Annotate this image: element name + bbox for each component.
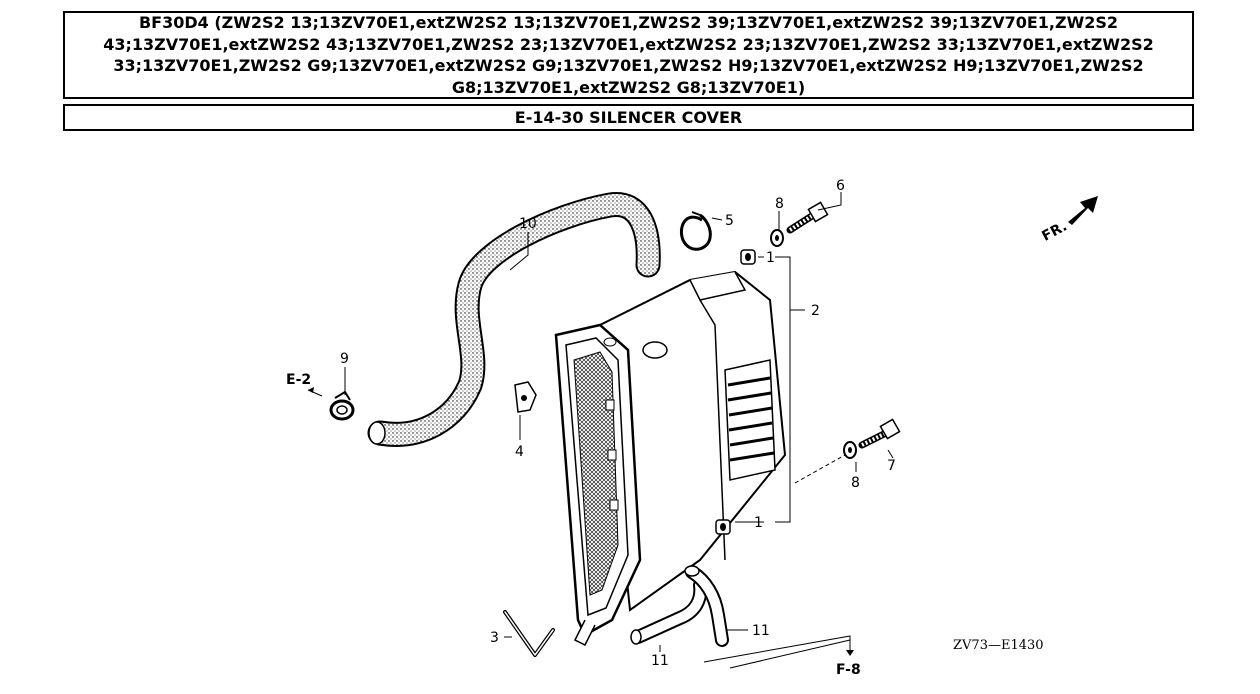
model-applicability-text: BF30D4 (ZW2S2 13;13ZV70E1,extZW2S2 13;13… bbox=[103, 13, 1154, 97]
callout-11-left: 11 bbox=[651, 653, 669, 669]
front-direction-arrow: FR. bbox=[1039, 196, 1098, 245]
clip-4 bbox=[514, 381, 537, 413]
section-title-bar: E-14-30 SILENCER COVER bbox=[63, 104, 1194, 131]
callout-1-top: 1 bbox=[766, 250, 775, 266]
callout-7: 7 bbox=[887, 458, 896, 474]
callout-10: 10 bbox=[519, 216, 537, 232]
bolt-7 bbox=[858, 418, 901, 449]
tube-11-left bbox=[630, 578, 708, 645]
reference-e2-label: E-2 bbox=[286, 372, 311, 388]
callout-2: 2 bbox=[811, 303, 820, 319]
hose-clip-5 bbox=[679, 211, 712, 251]
tube-11-right bbox=[684, 565, 729, 647]
callout-8-top: 8 bbox=[775, 196, 784, 212]
callout-11-right: 11 bbox=[752, 623, 770, 639]
callout-4: 4 bbox=[515, 444, 524, 460]
hose-clamp-9 bbox=[329, 390, 355, 421]
drawing-code: ZV73—E1430 bbox=[953, 638, 1044, 653]
callout-9: 9 bbox=[340, 351, 349, 367]
leader-lines bbox=[344, 192, 894, 652]
reference-f8: F-8 bbox=[703, 635, 861, 678]
collar-1-top bbox=[740, 249, 756, 265]
wire-3 bbox=[503, 610, 555, 657]
reference-f8-label: F-8 bbox=[836, 662, 861, 678]
bolt-6 bbox=[786, 201, 829, 234]
washer-8-bottom bbox=[843, 441, 857, 459]
washer-8-top bbox=[770, 229, 784, 247]
collar-1-bottom bbox=[715, 519, 731, 535]
callout-1-bottom: 1 bbox=[754, 515, 763, 531]
callout-5: 5 bbox=[725, 213, 734, 229]
reference-e2: E-2 bbox=[286, 372, 323, 397]
callout-8-bottom: 8 bbox=[851, 475, 860, 491]
hose-10 bbox=[367, 192, 661, 447]
silencer-cover-2 bbox=[554, 270, 787, 647]
callout-3: 3 bbox=[490, 630, 499, 646]
callout-6: 6 bbox=[836, 178, 845, 194]
section-title: E-14-30 SILENCER COVER bbox=[514, 108, 743, 127]
front-direction-label: FR. bbox=[1039, 218, 1069, 244]
model-header: BF30D4 (ZW2S2 13;13ZV70E1,extZW2S2 13;13… bbox=[63, 11, 1194, 99]
